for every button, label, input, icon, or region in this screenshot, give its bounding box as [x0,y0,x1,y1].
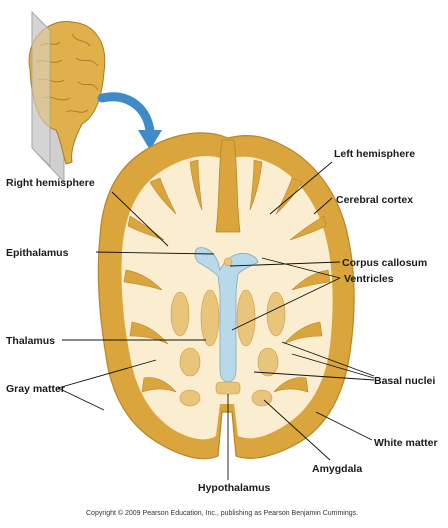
right-amygdala-shape [179,389,201,407]
right-basal-nucleus-b [179,347,201,377]
label-hypothalamus: Hypothalamus [198,482,271,494]
right-thalamus-shape [236,289,256,347]
label-right-hemisphere: Right hemisphere [6,177,95,189]
label-ventricles: Ventricles [344,273,394,285]
label-cerebral-cortex: Cerebral cortex [336,194,413,206]
label-amygdala: Amygdala [312,463,362,475]
hypothalamus-shape [215,381,241,395]
label-basal-nuclei: Basal nuclei [374,375,435,387]
label-thalamus: Thalamus [6,335,55,347]
deep-gray-matter [170,289,286,407]
label-epithalamus: Epithalamus [6,247,69,259]
left-thalamus-shape [200,289,220,347]
labels: Left hemisphere Right hemisphere Cerebra… [6,148,438,517]
pointer-arrow [97,92,162,150]
ventricles-shape [194,247,259,383]
left-amygdala-shape [251,389,273,407]
leader-lines [57,161,375,480]
whole-brain-thumbnail [28,10,106,184]
copyright-notice: Copyright © 2009 Pearson Education, Inc.… [86,509,358,517]
label-white-matter: White matter [374,437,438,449]
right-basal-nucleus-a [170,291,190,337]
label-left-hemisphere: Left hemisphere [334,148,415,160]
longitudinal-fissure [215,139,241,233]
left-basal-nucleus-a [266,291,286,337]
epithalamus-shape [223,257,233,267]
coronal-section [97,132,355,460]
label-corpus-callosum: Corpus callosum [342,257,427,269]
label-gray-matter: Gray matter [6,383,65,395]
left-basal-nucleus-b [257,347,279,377]
section-plane-front [31,11,51,167]
